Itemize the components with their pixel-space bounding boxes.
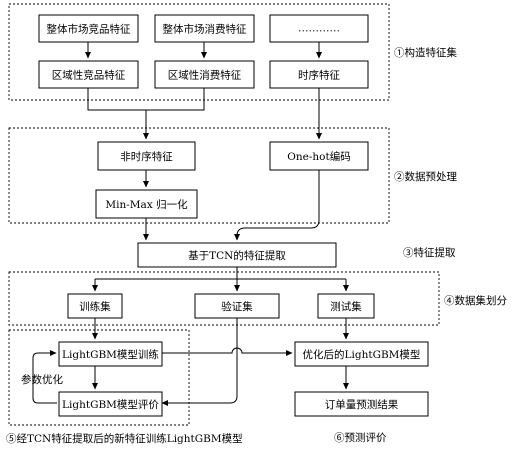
node-global-consumption-features: 整体市场消费特征 [154,14,255,43]
parameter-optimization-label: 参数优化 [21,373,63,386]
svg-text:整体市场消费特征: 整体市场消费特征 [163,23,247,36]
section-4-frame [8,271,440,326]
svg-text:时序特征: 时序特征 [298,69,340,82]
section-6-label: ⑥预测评价 [334,431,387,444]
section-5-frame [8,329,190,426]
svg-text:One-hot编码: One-hot编码 [287,150,350,163]
node-non-time-series-features: 非时序特征 [97,141,196,171]
svg-text:区域性竞品特征: 区域性竞品特征 [52,69,126,82]
svg-text:测试集: 测试集 [330,300,362,313]
node-test-set: 测试集 [317,293,375,319]
node-regional-competing-features: 区域性竞品特征 [38,60,139,89]
svg-text:基于TCN的特征提取: 基于TCN的特征提取 [188,249,286,262]
svg-text:训练集: 训练集 [79,300,111,313]
section-1-label: ①构造特征集 [394,46,457,59]
svg-text:LightGBM模型训练: LightGBM模型训练 [62,348,159,361]
node-time-series-features: 时序特征 [269,60,369,89]
section-4-label: ④数据集划分 [444,294,507,307]
section-3-label: ③特征提取 [403,247,456,259]
node-min-max-normalization: Min-Max 归一化 [95,189,198,219]
node-optimized-lightgbm-model: 优化后的LightGBM模型 [294,341,429,367]
node-ellipsis: ………… [269,14,369,43]
svg-text:整体市场竞品特征: 整体市场竞品特征 [47,23,131,36]
section-2-frame [8,127,390,224]
node-lightgbm-evaluation: LightGBM模型评价 [58,391,163,417]
svg-text:LightGBM模型评价: LightGBM模型评价 [62,398,159,411]
section-2-label: ②数据预处理 [394,170,457,183]
svg-text:Min-Max 归一化: Min-Max 归一化 [105,198,188,211]
svg-text:…………: ………… [298,23,340,35]
svg-text:非时序特征: 非时序特征 [120,150,173,163]
svg-text:订单量预测结果: 订单量预测结果 [325,398,399,411]
node-regional-consumption-features: 区域性消费特征 [154,60,255,89]
section-1-frame [8,3,390,101]
node-global-competing-features: 整体市场竞品特征 [38,14,139,43]
node-order-forecast-result: 订单量预测结果 [294,391,429,417]
node-lightgbm-training: LightGBM模型训练 [58,341,163,367]
node-tcn-feature-extraction: 基于TCN的特征提取 [137,242,337,268]
node-one-hot-encoding: One-hot编码 [269,141,369,171]
svg-text:区域性消费特征: 区域性消费特征 [168,69,242,82]
svg-text:验证集: 验证集 [221,300,253,313]
node-validation-set: 验证集 [194,293,280,319]
section-5-label: ⑤经TCN特征提取后的新特征训练LightGBM模型 [6,432,243,445]
node-training-set: 训练集 [67,293,123,319]
connectors [32,42,349,406]
svg-text:优化后的LightGBM模型: 优化后的LightGBM模型 [303,348,421,361]
